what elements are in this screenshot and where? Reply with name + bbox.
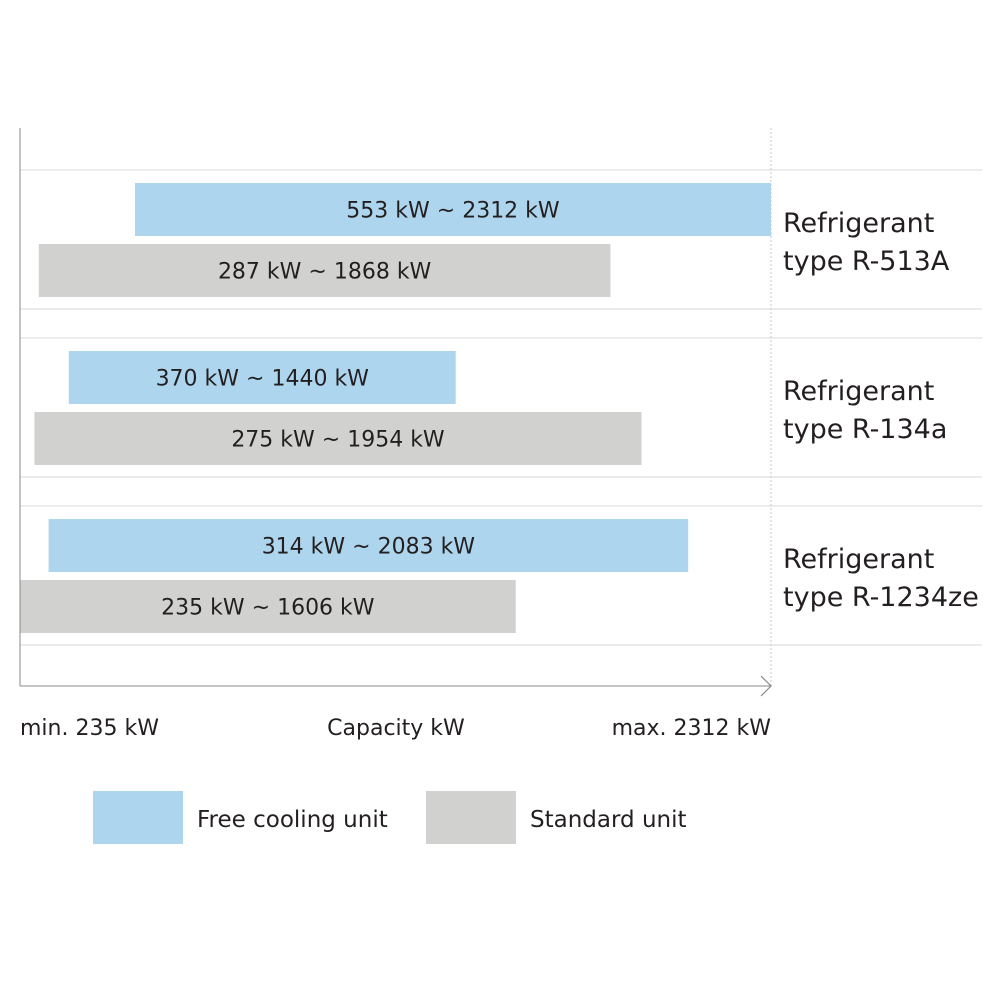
legend-label: Free cooling unit: [197, 807, 388, 833]
bar-value-label: 314 kW ~ 2083 kW: [262, 535, 476, 560]
bar-standard: [38, 244, 611, 297]
refrigerant-label-line1: Refrigerant: [783, 376, 934, 407]
x-axis-arrow-icon: [760, 675, 772, 697]
refrigerant-group-label: Refrigerant type R-134a: [783, 376, 947, 445]
bar-standard: [34, 412, 642, 465]
legend-swatch-free-cooling: [93, 791, 183, 844]
refrigerant-group-label: Refrigerant type R-1234ze: [783, 544, 979, 613]
bar-value-label: 287 kW ~ 1868 kW: [218, 260, 432, 285]
x-axis-title: Capacity kW: [327, 716, 465, 741]
refrigerant-label-line2: type R-134a: [783, 414, 947, 445]
refrigerant-label-line1: Refrigerant: [783, 208, 934, 239]
bar-value-label: 275 kW ~ 1954 kW: [231, 428, 445, 453]
refrigerant-label-line2: type R-513A: [783, 246, 950, 277]
bar-value-label: 235 kW ~ 1606 kW: [161, 596, 375, 621]
x-axis-max-label: max. 2312 kW: [612, 716, 772, 741]
bar-value-label: 553 kW ~ 2312 kW: [346, 199, 560, 224]
bar-free-cooling: [68, 351, 456, 404]
legend-label: Standard unit: [530, 807, 687, 833]
refrigerant-label-line2: type R-1234ze: [783, 582, 979, 613]
refrigerant-group-label: Refrigerant type R-513A: [783, 208, 950, 277]
legend-swatch-standard: [426, 791, 516, 844]
bars: 553 kW ~ 2312 kW 287 kW ~ 1868 kW Refriger…: [20, 183, 979, 633]
bar-value-label: 370 kW ~ 1440 kW: [156, 367, 370, 392]
x-axis-min-label: min. 235 kW: [20, 716, 159, 741]
refrigerant-label-line1: Refrigerant: [783, 544, 934, 575]
bar-standard: [20, 580, 516, 633]
legend: Free cooling unit Standard unit: [93, 791, 687, 844]
axes: [19, 128, 772, 697]
bar-free-cooling: [134, 183, 772, 236]
bar-free-cooling: [48, 519, 689, 572]
